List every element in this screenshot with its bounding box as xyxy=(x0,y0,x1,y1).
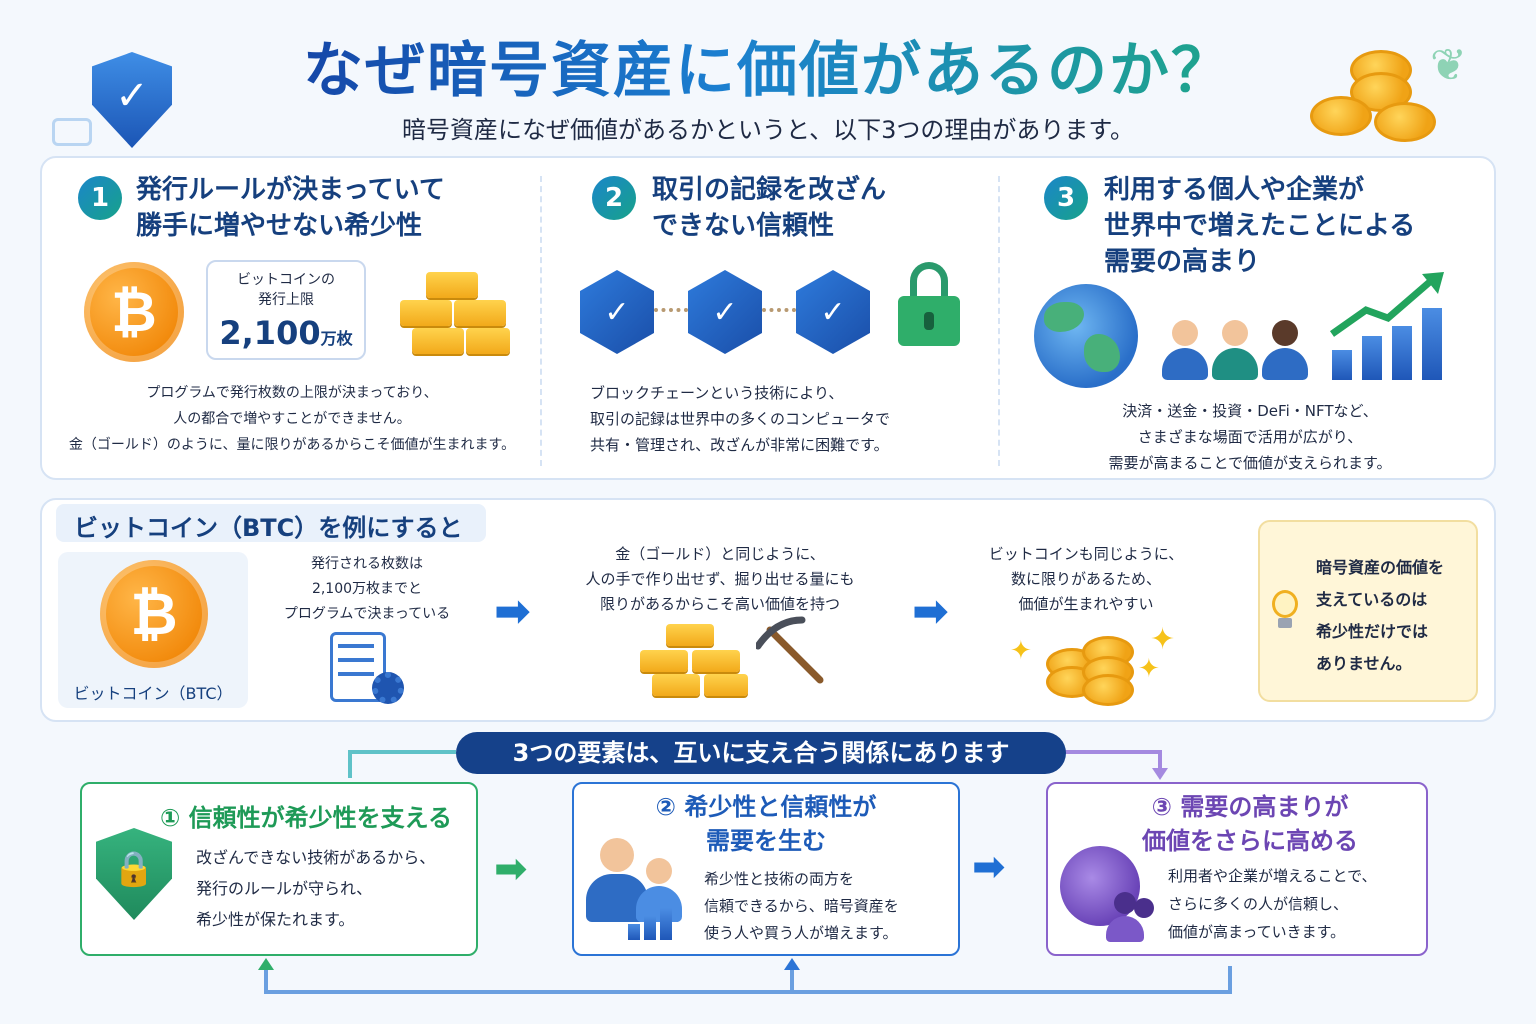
page-subtitle: 暗号資産になぜ価値があるかというと、以下3つの理由があります。 xyxy=(402,116,1134,144)
gold-bars-icon xyxy=(632,622,752,700)
arrow-right-icon: ➡ xyxy=(494,586,531,637)
example-step-3: ビットコインも同じように、 数に限りがあるため、 価値が生まれやすい xyxy=(988,545,1184,613)
relations-banner: 3つの要素は、互いに支え合う関係にあります xyxy=(456,732,1066,774)
people-icon xyxy=(1160,320,1310,380)
reason-number: 3 xyxy=(1044,176,1088,220)
shield-check-icon: ✓ xyxy=(92,52,172,148)
globe-people-icon xyxy=(1060,846,1160,942)
globe-icon xyxy=(1034,284,1138,388)
people-growth-icon xyxy=(584,838,694,940)
reason-title: 取引の記録を改ざん できない信頼性 xyxy=(652,175,887,241)
relation-body-3: 利用者や企業が増えることで、 さらに多くの人が信頼し、 価値が高まっていきます。 xyxy=(1168,867,1377,941)
decor-frame xyxy=(52,118,92,146)
reasons-panel xyxy=(40,156,1496,480)
arrow-right-icon: ➡ xyxy=(912,586,949,637)
reason-title: 発行ルールが決まっていて 勝手に増やせない希少性 xyxy=(136,175,445,241)
btc-caption: ビットコイン（BTC） xyxy=(73,684,233,703)
growth-chart-icon xyxy=(1328,270,1448,382)
lock-icon xyxy=(898,262,960,348)
bitcoin-icon: ₿ xyxy=(100,560,208,668)
arrow-right-icon: ➡ xyxy=(972,844,1006,890)
blockchain-icon: ✓ ✓ ✓ xyxy=(580,268,880,358)
issuance-limit-box: ビットコインの 発行上限 2,100万枚 xyxy=(206,260,366,360)
reason-body: 決済・送金・投資・DeFi・NFTなど、 さまざまな場面で活用が広がり、 需要が… xyxy=(1108,402,1392,472)
checklist-icon xyxy=(330,632,410,704)
limit-label: ビットコインの 発行上限 xyxy=(237,272,335,308)
reason-body: プログラムで発行枚数の上限が決まっており、 人の都合で増やすことができません。 … xyxy=(68,385,516,453)
relation-title-2: ② 希少性と信頼性が 需要を生む xyxy=(655,793,877,855)
reason-body: ブロックチェーンという技術により、 取引の記録は世界中の多くのコンピュータで 共… xyxy=(590,384,891,454)
example-label-bg xyxy=(56,504,486,542)
divider xyxy=(540,176,542,466)
relation-title-1: ① 信頼性が希少性を支える xyxy=(160,804,452,832)
arrow-right-icon: ➡ xyxy=(494,846,528,892)
reason-number: 1 xyxy=(78,176,122,220)
reason-number: 2 xyxy=(592,176,636,220)
relation-body-2: 希少性と技術の両方を 信頼できるから、暗号資産を 使う人や買う人が増えます。 xyxy=(704,870,899,942)
example-step-2: 金（ゴールド）と同じように、 人の手で作り出せず、掘り出せる量にも 限りがあるか… xyxy=(585,545,855,613)
bitcoin-icon: ₿ xyxy=(84,262,184,362)
limit-unit: 万枚 xyxy=(320,329,353,348)
example-label: ビットコイン（BTC）を例にすると xyxy=(74,514,463,542)
reason-title: 利用する個人や企業が 世界中で増えたことによる 需要の高まり xyxy=(1104,175,1416,277)
limit-value: 2,100 xyxy=(219,314,321,352)
note-text: 暗号資産の価値を 支えているのは 希少性だけでは ありません。 xyxy=(1316,558,1445,673)
relation-title-3: ③ 需要の高まりが 価値をさらに高める xyxy=(1142,793,1358,855)
relation-body-1: 改ざんできない技術があるから、 発行のルールが守られ、 希少性が保たれます。 xyxy=(196,848,436,929)
leaf-icon: ❦ xyxy=(1430,40,1467,91)
coins-icon: ✦ ✦ ✦ xyxy=(1010,618,1180,706)
pickaxe-icon xyxy=(754,616,828,688)
gold-bars-icon xyxy=(392,266,512,362)
coins-icon xyxy=(1300,50,1460,150)
example-step-1: 発行される枚数は 2,100万枚までと プログラムで決まっている xyxy=(283,556,451,622)
divider xyxy=(998,176,1000,466)
lightbulb-icon xyxy=(1270,590,1300,636)
page-title: なぜ暗号資産に価値があるのか？ xyxy=(303,36,1233,106)
